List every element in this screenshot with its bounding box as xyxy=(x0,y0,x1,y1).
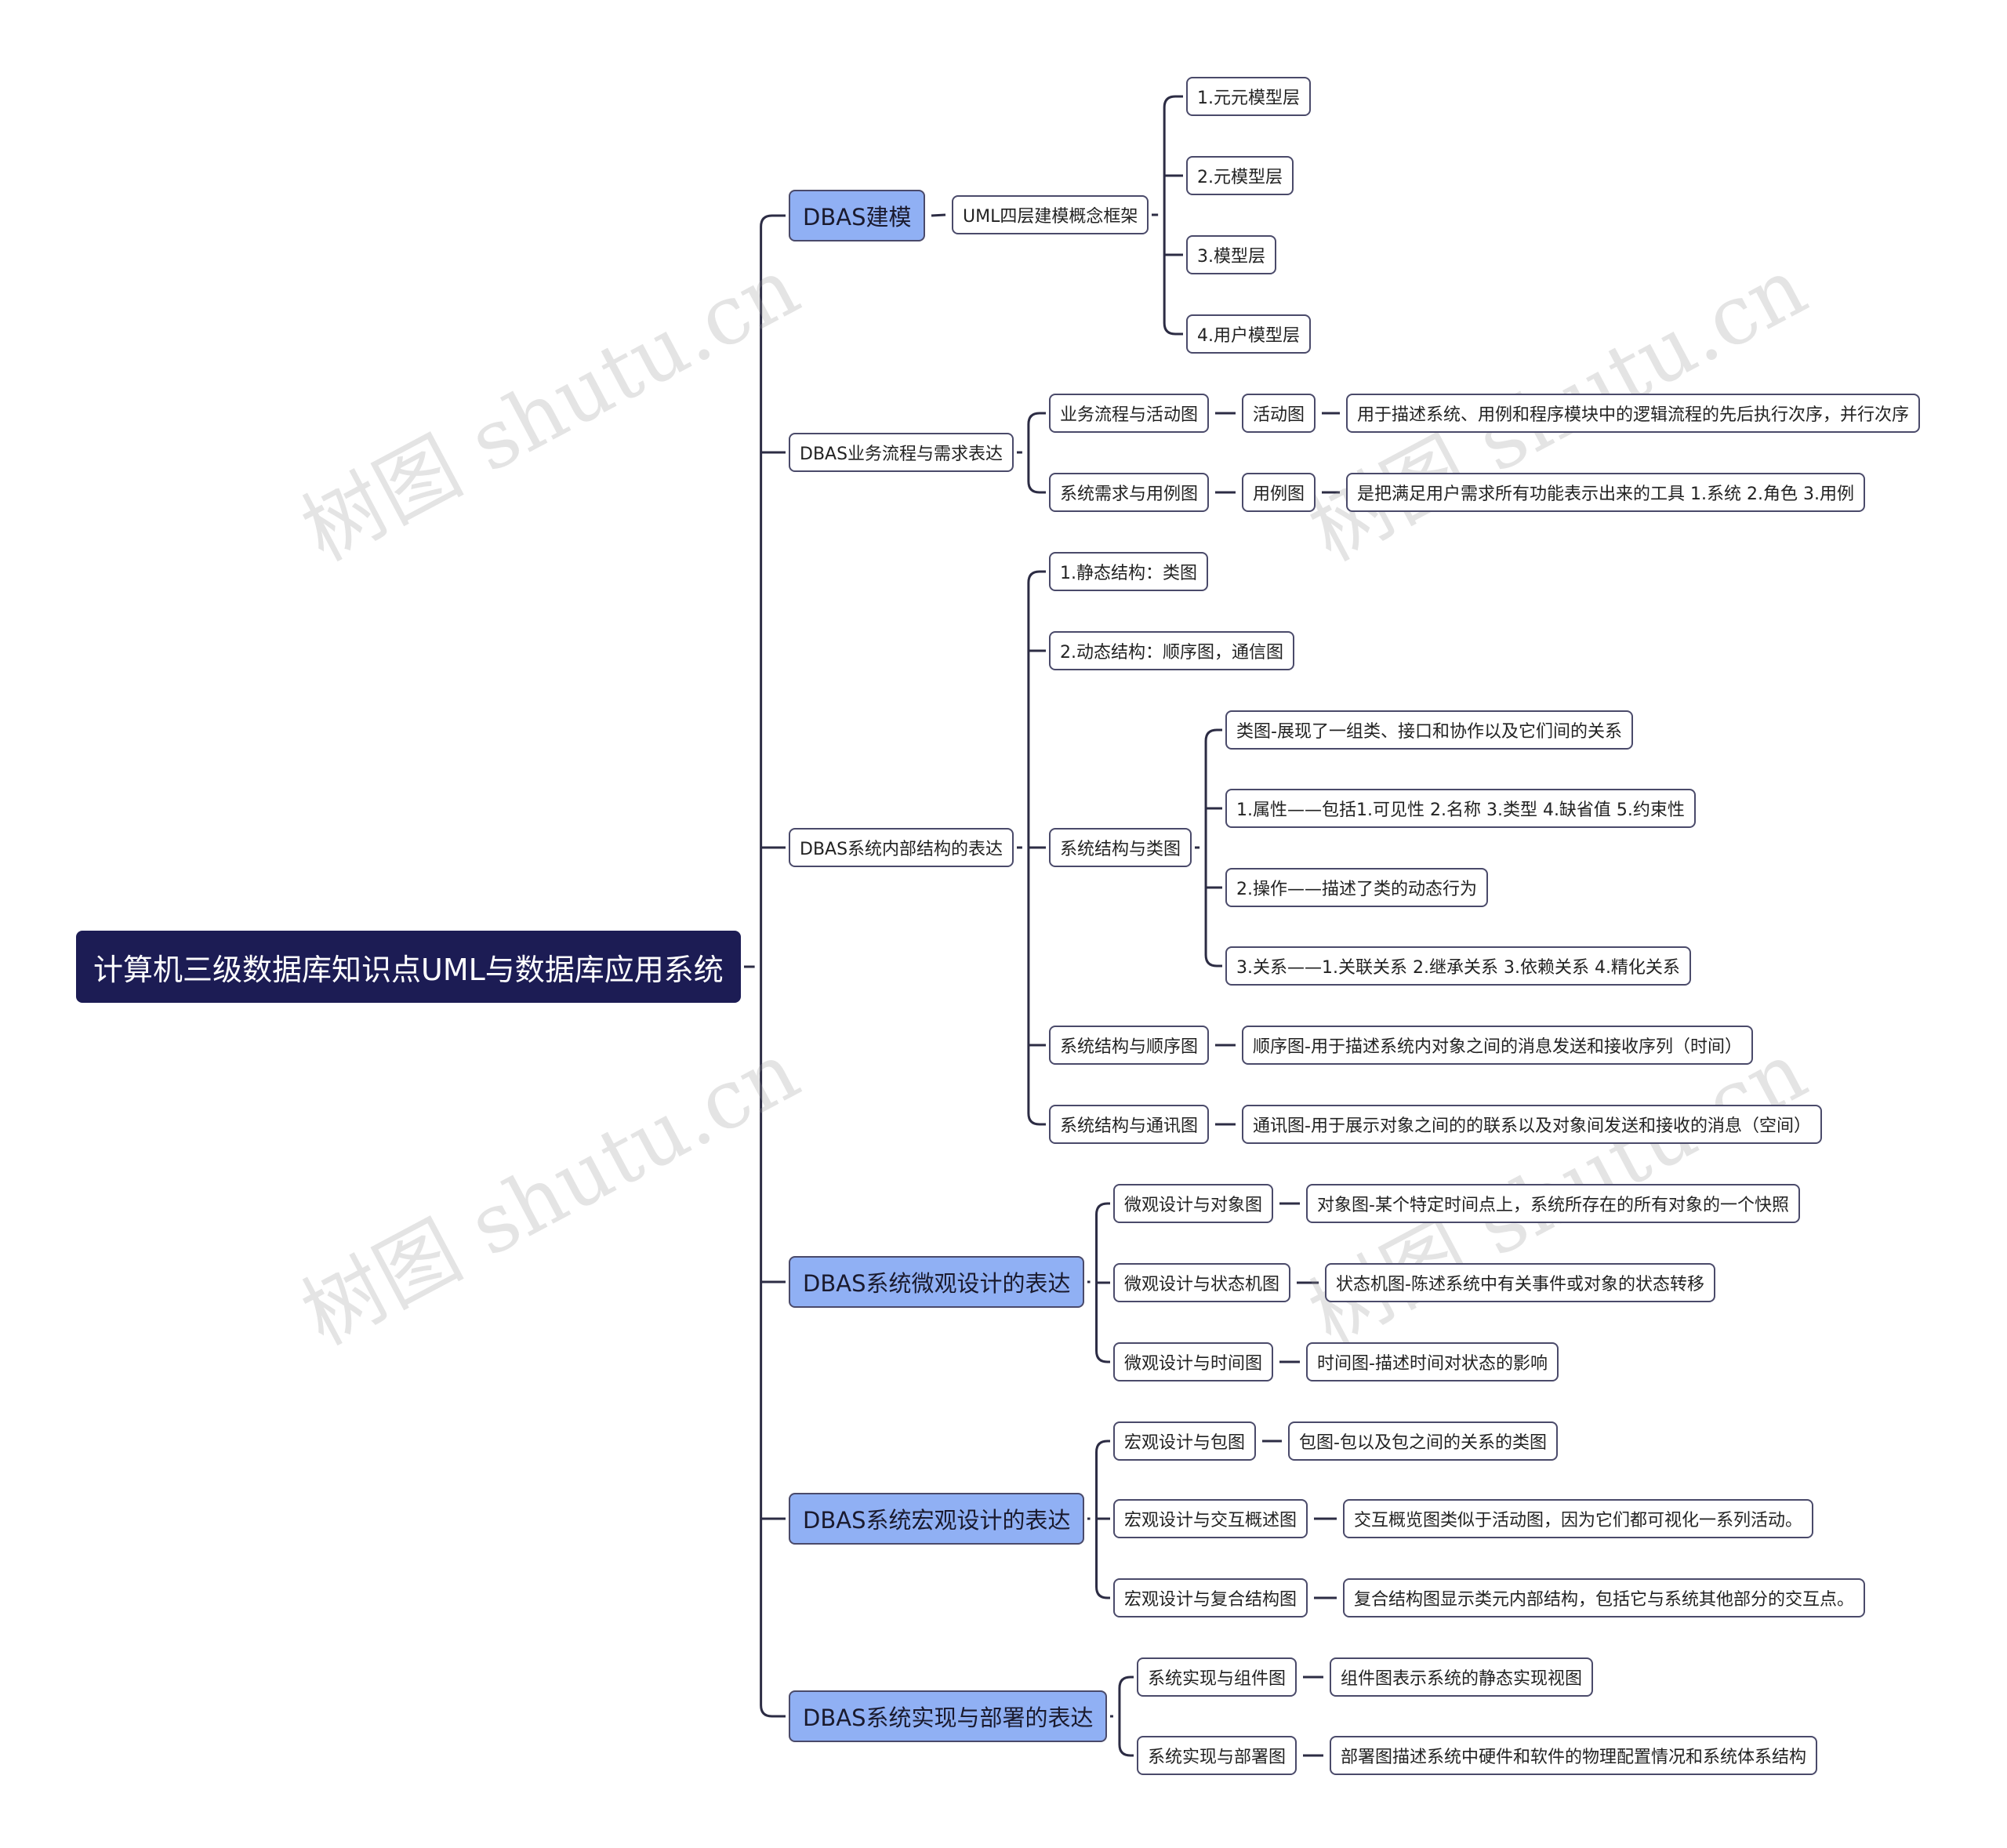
connector-line xyxy=(1095,1440,1110,1453)
branch-dbas-macro[interactable]: DBAS系统宏观设计的表达 xyxy=(789,1493,1085,1545)
node-deployment-desc[interactable]: 部署图描述系统中硬件和软件的物理配置情况和系统体系结构 xyxy=(1330,1736,1818,1775)
branch-dbas-micro[interactable]: DBAS系统微观设计的表达 xyxy=(789,1256,1085,1308)
connector-line xyxy=(760,1705,786,1718)
node-component-desc[interactable]: 组件图表示系统的静态实现视图 xyxy=(1330,1657,1594,1697)
connector-line xyxy=(1027,412,1046,425)
connector-line xyxy=(1204,728,1222,742)
connector-line xyxy=(1027,481,1046,494)
node-layer[interactable]: 2.元模型层 xyxy=(1186,156,1294,195)
node-usecase-desc[interactable]: 是把满足用户需求所有功能表示出来的工具 1.系统 2.角色 3.用例 xyxy=(1346,473,1865,512)
node-class-item[interactable]: 3.关系——1.关联关系 2.继承关系 3.依赖关系 4.精化关系 xyxy=(1225,946,1691,986)
node-macro-composite[interactable]: 宏观设计与复合结构图 xyxy=(1113,1578,1308,1617)
node-usecase-diagram[interactable]: 用例图 xyxy=(1242,473,1316,512)
node-static-structure[interactable]: 1.静态结构：类图 xyxy=(1049,552,1208,591)
node-class-item[interactable]: 1.属性——包括1.可见性 2.名称 3.类型 4.缺省值 5.约束性 xyxy=(1225,789,1696,828)
connector-line xyxy=(931,213,946,217)
connector-line xyxy=(1163,95,1183,108)
node-class-structure[interactable]: 系统结构与类图 xyxy=(1049,828,1192,867)
connector-line xyxy=(1095,1350,1110,1363)
node-dynamic-structure[interactable]: 2.动态结构：顺序图，通信图 xyxy=(1049,631,1294,670)
node-state-desc[interactable]: 状态机图-陈述系统中有关事件或对象的状态转移 xyxy=(1325,1263,1715,1302)
node-system-requirements[interactable]: 系统需求与用例图 xyxy=(1049,473,1210,512)
connector-line xyxy=(1118,1744,1134,1757)
node-micro-state[interactable]: 微观设计与状态机图 xyxy=(1113,1263,1291,1302)
connector-line xyxy=(760,214,786,227)
node-activity-desc[interactable]: 用于描述系统、用例和程序模块中的逻辑流程的先后执行次序，并行次序 xyxy=(1346,394,1921,433)
node-layer[interactable]: 3.模型层 xyxy=(1186,235,1276,274)
connector-line xyxy=(1095,1202,1110,1215)
node-object-desc[interactable]: 对象图-某个特定时间点上，系统所存在的所有对象的一个快照 xyxy=(1306,1184,1800,1223)
connector-line xyxy=(1027,570,1046,583)
node-activity-diagram[interactable]: 活动图 xyxy=(1242,394,1316,433)
branch-dbas-deployment[interactable]: DBAS系统实现与部署的表达 xyxy=(789,1690,1108,1742)
connector-line xyxy=(1163,322,1183,336)
node-class-item[interactable]: 2.操作——描述了类的动态行为 xyxy=(1225,868,1488,907)
connector-line xyxy=(1095,1586,1110,1599)
root-topic[interactable]: 计算机三级数据库知识点UML与数据库应用系统 xyxy=(76,931,741,1003)
branch-dbas-internal[interactable]: DBAS系统内部结构的表达 xyxy=(789,828,1014,867)
node-sequence-desc[interactable]: 顺序图-用于描述系统内对象之间的消息发送和接收序列（时间） xyxy=(1242,1026,1753,1065)
node-timing-desc[interactable]: 时间图-描述时间对状态的影响 xyxy=(1306,1342,1559,1381)
node-business-flow[interactable]: 业务流程与活动图 xyxy=(1049,394,1210,433)
node-macro-package[interactable]: 宏观设计与包图 xyxy=(1113,1421,1257,1461)
node-layer[interactable]: 4.用户模型层 xyxy=(1186,314,1311,354)
node-impl-component[interactable]: 系统实现与组件图 xyxy=(1137,1657,1297,1697)
node-micro-timing[interactable]: 微观设计与时间图 xyxy=(1113,1342,1274,1381)
node-sequence-structure[interactable]: 系统结构与顺序图 xyxy=(1049,1026,1210,1065)
node-communication-structure[interactable]: 系统结构与通讯图 xyxy=(1049,1105,1210,1144)
node-macro-interaction[interactable]: 宏观设计与交互概述图 xyxy=(1113,1499,1308,1538)
node-composite-desc[interactable]: 复合结构图显示类元内部结构，包括它与系统其他部分的交互点。 xyxy=(1343,1578,1866,1617)
connector-line xyxy=(1204,954,1222,968)
branch-dbas-modeling[interactable]: DBAS建模 xyxy=(789,190,926,241)
node-micro-object[interactable]: 微观设计与对象图 xyxy=(1113,1184,1274,1223)
node-uml-framework[interactable]: UML四层建模概念框架 xyxy=(952,195,1149,234)
node-class-item[interactable]: 类图-展现了一组类、接口和协作以及它们间的关系 xyxy=(1225,710,1633,750)
connector-line xyxy=(1118,1676,1134,1689)
node-layer[interactable]: 1.元元模型层 xyxy=(1186,77,1311,116)
node-interaction-desc[interactable]: 交互概览图类似于活动图，因为它们都可视化一系列活动。 xyxy=(1343,1499,1814,1538)
node-package-desc[interactable]: 包图-包以及包之间的关系的类图 xyxy=(1288,1421,1558,1461)
node-communication-desc[interactable]: 通讯图-用于展示对象之间的的联系以及对象间发送和接收的消息（空间） xyxy=(1242,1105,1822,1144)
connector-line xyxy=(1027,1113,1046,1126)
branch-dbas-business[interactable]: DBAS业务流程与需求表达 xyxy=(789,433,1014,472)
node-impl-deployment[interactable]: 系统实现与部署图 xyxy=(1137,1736,1297,1775)
